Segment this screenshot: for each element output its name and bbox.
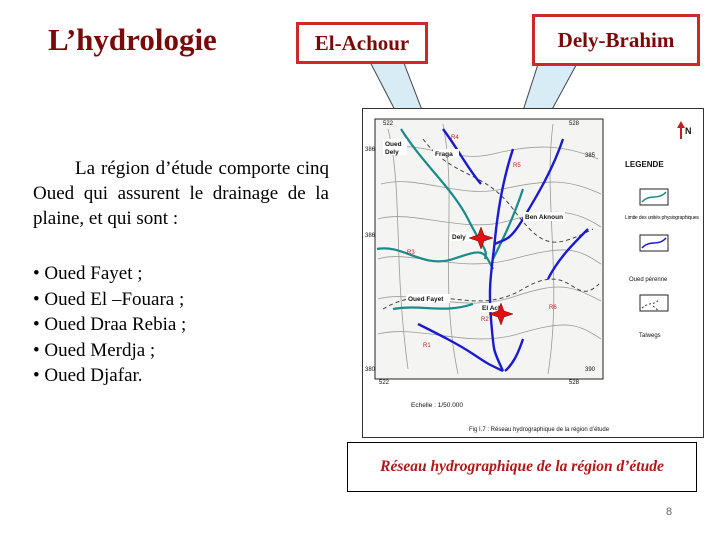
place-label: Dely [385, 149, 399, 156]
grid-label: 522 [379, 380, 390, 386]
grid-label: 385 [585, 153, 596, 159]
map-caption-box: Réseau hydrographique de la région d’étu… [347, 442, 697, 492]
grid-label: 528 [569, 380, 580, 386]
map-figure-caption: Fig I.7 : Réseau hydrographique de la ré… [469, 427, 610, 433]
grid-label: 390 [585, 367, 596, 373]
map-scale: Echelle : 1/50.000 [411, 402, 463, 409]
grid-label: 528 [569, 121, 580, 127]
svg-text:R5: R5 [513, 163, 521, 169]
north-arrow: N [677, 121, 692, 139]
list-item: Oued El –Fouara ; [33, 287, 186, 313]
svg-text:R4: R4 [451, 135, 459, 141]
svg-text:R2: R2 [481, 317, 489, 323]
place-label: Fraga [435, 151, 453, 158]
intro-paragraph: La région d’étude comporte cinq Oued qui… [33, 158, 329, 229]
page-number: 8 [666, 506, 673, 518]
svg-text:R3: R3 [407, 250, 415, 256]
list-item: Oued Merdja ; [33, 338, 186, 364]
legend-label: Oued pérenne [629, 277, 668, 283]
grid-label: 380 [365, 367, 376, 373]
legend-title: LEGENDE [625, 160, 664, 169]
svg-text:R1: R1 [423, 343, 431, 349]
legend-swatch-limits [639, 188, 669, 206]
list-item: Oued Djafar. [33, 363, 186, 389]
el-achour-callout: El-Achour [296, 22, 428, 64]
grid-label: 522 [383, 121, 394, 127]
legend-swatch-perennial [639, 234, 669, 252]
legend-label: Talwegs [639, 333, 661, 339]
teal-rivers [376, 128, 525, 311]
place-label: Oued Fayet [408, 296, 444, 303]
oued-list: Oued Fayet ; Oued El –Fouara ; Oued Draa… [33, 261, 186, 389]
dely-brahim-marker [468, 226, 494, 250]
place-label: Ben Aknoun [525, 214, 563, 221]
grid-label: 386 [365, 147, 376, 153]
map-caption: Réseau hydrographique de la région d’étu… [380, 458, 664, 475]
slide-title: L’hydrologie [48, 22, 217, 57]
place-label: Oued [385, 141, 402, 148]
legend-swatch-talwegs [639, 294, 669, 312]
legend-label: Limite des unités physiographiques [625, 215, 699, 221]
svg-text:N: N [685, 126, 692, 136]
el-achour-marker [488, 302, 514, 326]
place-label: Dely [452, 234, 466, 241]
svg-text:R6: R6 [549, 305, 557, 311]
place-label: El Ach [482, 305, 502, 312]
dely-brahim-callout: Dely-Brahim [532, 14, 700, 66]
map-area [374, 118, 604, 380]
list-item: Oued Fayet ; [33, 261, 186, 287]
list-item: Oued Draa Rebia ; [33, 312, 186, 338]
grid-label: 386 [365, 233, 376, 239]
